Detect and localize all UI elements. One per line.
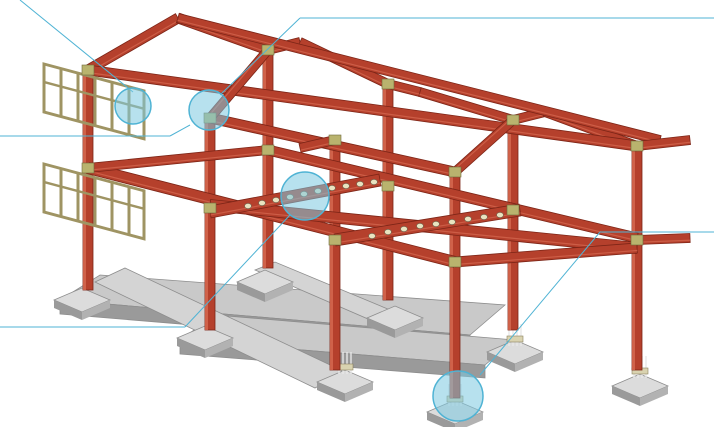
railing-rail	[44, 180, 144, 211]
callout-beam-column-joint-leader	[169, 124, 191, 137]
footing-pad-side	[317, 382, 345, 402]
beam-highlight	[88, 19, 180, 73]
callout-beam-web-openings-leader	[184, 214, 291, 328]
footing-pad-side	[640, 386, 668, 406]
footing-pad-side	[612, 386, 640, 406]
steel-beam	[87, 145, 269, 173]
beam-highlight	[455, 249, 638, 266]
column-highlight	[263, 50, 266, 268]
joint-plate	[328, 134, 342, 146]
joint-plate	[506, 114, 520, 126]
beam-highlight	[335, 212, 521, 244]
beam-highlight	[88, 151, 269, 171]
footing-pad-side	[487, 352, 515, 372]
joint-plate	[261, 144, 275, 156]
footing-pad-side	[265, 282, 293, 302]
web-opening	[464, 216, 472, 222]
footing-pad-side	[345, 382, 373, 402]
joint-plate	[261, 44, 275, 56]
footing-pad-side	[82, 300, 110, 320]
callout-column-base-anchor-leader	[479, 231, 601, 376]
beam-highlight	[87, 170, 455, 266]
web-opening	[272, 197, 280, 203]
footing-pad-side	[515, 352, 543, 372]
callout-railing-connection	[114, 87, 152, 125]
callout-beam-web-openings	[280, 171, 330, 221]
web-opening	[342, 183, 350, 189]
footing-pad-side	[367, 318, 395, 338]
footing-pad-side	[54, 300, 82, 320]
column-highlight	[450, 172, 453, 398]
steel-beam	[86, 64, 639, 152]
web-opening	[496, 212, 504, 218]
beam-highlight	[453, 117, 512, 171]
web-opening	[258, 200, 266, 206]
joint-plate	[381, 78, 395, 90]
footing-pad-side	[455, 412, 483, 427]
callout-beam-column-joint-leader	[219, 17, 301, 96]
web-opening	[328, 185, 336, 191]
base-plate	[506, 335, 524, 343]
column-highlight	[83, 70, 86, 290]
beam-highlight	[419, 93, 513, 123]
column-highlight	[330, 138, 333, 370]
beam-highlight	[209, 119, 455, 176]
beam-highlight	[637, 141, 691, 149]
column-highlight	[205, 118, 208, 330]
web-opening	[356, 181, 364, 187]
joint-plate	[328, 234, 342, 246]
joint-plate	[448, 166, 462, 178]
column-highlight	[632, 146, 635, 370]
joint-plate	[448, 256, 462, 268]
joint-plate	[203, 202, 217, 214]
footing-pad-side	[395, 318, 423, 338]
web-opening	[368, 233, 376, 239]
web-opening	[448, 219, 456, 225]
joint-plate	[630, 140, 644, 152]
footing-pad-side	[427, 412, 455, 427]
callout-column-base-anchor	[432, 370, 484, 422]
joint-plate	[381, 180, 395, 192]
joint-plate	[506, 204, 520, 216]
web-opening	[400, 226, 408, 232]
web-opening	[370, 179, 378, 185]
callout-railing-connection-leader	[19, 0, 134, 93]
steel-beam	[636, 233, 691, 245]
callout-beam-column-joint	[188, 89, 230, 131]
beam-highlight	[637, 239, 691, 243]
column-highlight	[508, 120, 511, 330]
footing-pad-side	[177, 338, 205, 358]
concrete-footings	[52, 261, 670, 427]
joint-plates	[81, 44, 644, 268]
column-highlight	[383, 84, 386, 300]
web-opening	[432, 221, 440, 227]
joint-plate	[630, 234, 644, 246]
beam-highlight	[267, 151, 637, 242]
web-opening	[416, 223, 424, 229]
joint-plate	[81, 162, 95, 174]
web-opening	[384, 229, 392, 235]
web-opening	[244, 203, 252, 209]
beam-highlight	[177, 19, 660, 143]
footing-pad-side	[205, 338, 233, 358]
steel-beam	[454, 242, 638, 268]
beam-highlight	[87, 71, 637, 150]
web-opening	[480, 214, 488, 220]
footing-pad-side	[237, 282, 265, 302]
joint-plate	[81, 64, 95, 76]
